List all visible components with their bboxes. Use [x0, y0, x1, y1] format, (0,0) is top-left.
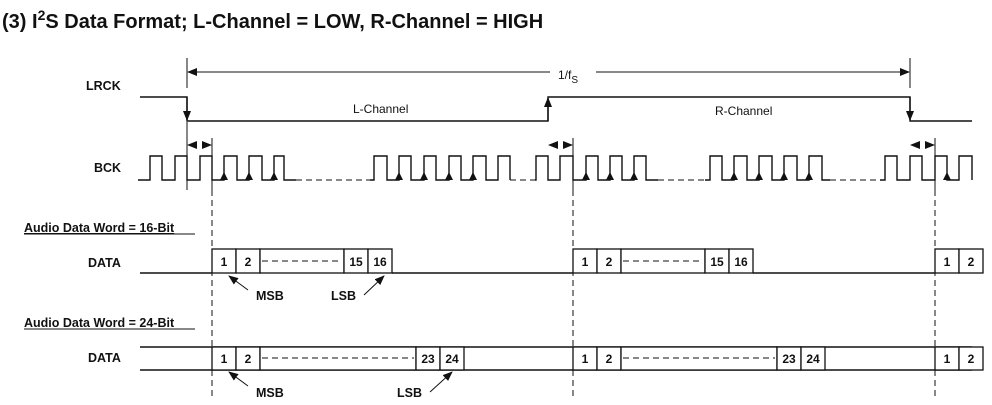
data16-right-bit-2: 2	[606, 255, 613, 269]
diagram-title: (3) I2S Data Format; L-Channel = LOW, R-…	[2, 7, 543, 33]
msb-arrow-16bit	[228, 275, 249, 291]
data16-left-bit-1: 1	[221, 255, 228, 269]
lsb-arrow-24bit	[429, 371, 453, 393]
lsb-label-16bit: LSB	[331, 289, 356, 303]
data24-right-bit-2: 2	[606, 352, 613, 366]
lsb-label-24bit: LSB	[397, 386, 422, 400]
format-heading-16bit: Audio Data Word = 16-Bit	[24, 221, 175, 235]
data-row-24bit: 1 2 23 24 1 2 23 24 1 2 MSB LSB	[140, 346, 984, 400]
data16-next-bit-1: 1	[944, 255, 951, 269]
data16-right-bit-16: 16	[734, 255, 748, 269]
msb-arrow-24bit	[228, 371, 249, 387]
lrck-waveform: L-Channel R-Channel	[140, 96, 972, 122]
data16-left-bit-16: 16	[373, 255, 387, 269]
data24-next-bit-1: 1	[944, 352, 951, 366]
data24-left-bit-24: 24	[445, 352, 459, 366]
data16-right-bit-15: 15	[710, 255, 724, 269]
bck-waveform	[138, 155, 973, 181]
data16-right-bit-1: 1	[582, 255, 589, 269]
lrck-label: LRCK	[86, 79, 121, 93]
data16-left-bit-2: 2	[245, 255, 252, 269]
data-row-16bit: 1 2 15 16 1 2 15 16 1 2 MSB LSB	[140, 248, 984, 303]
bck-label: BCK	[94, 161, 121, 175]
data24-right-bit-1: 1	[582, 352, 589, 366]
lsb-arrow-16bit	[363, 275, 385, 296]
data16-next-bit-2: 2	[968, 255, 975, 269]
data24-left-bit-23: 23	[421, 352, 435, 366]
period-marker: 1/fS	[186, 58, 911, 88]
data24-left-bit-1: 1	[221, 352, 228, 366]
data16-left-bit-15: 15	[349, 255, 363, 269]
data-label-16bit: DATA	[88, 256, 121, 270]
data24-right-bit-24: 24	[806, 352, 820, 366]
right-channel-label: R-Channel	[715, 104, 772, 118]
msb-label-24bit: MSB	[256, 386, 284, 400]
data-label-24bit: DATA	[88, 351, 121, 365]
msb-label-16bit: MSB	[256, 289, 284, 303]
left-channel-label: L-Channel	[353, 102, 408, 116]
data24-right-bit-23: 23	[782, 352, 796, 366]
data24-left-bit-2: 2	[245, 352, 252, 366]
format-heading-24bit: Audio Data Word = 24-Bit	[24, 316, 175, 330]
data24-next-bit-2: 2	[968, 352, 975, 366]
period-label: 1/fS	[558, 68, 578, 86]
